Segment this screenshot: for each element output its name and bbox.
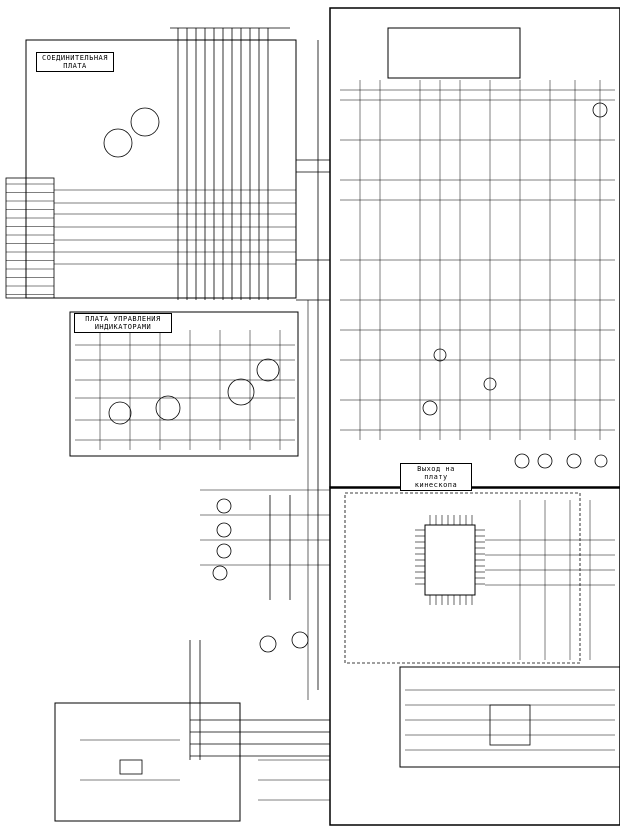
component-circle [227,378,255,406]
component-circle [537,453,553,469]
block-outline [387,27,521,79]
block-outline [5,177,55,299]
block-outline [399,666,620,768]
component-circle [256,358,280,382]
component-circle [483,377,497,391]
control-board-title-line1: ПЛАТА УПРАВЛЕНИЯ [85,315,161,323]
component-circle [514,453,530,469]
component-circle [592,102,608,118]
component-circle [566,453,582,469]
block-outline [54,702,241,822]
components-layer [103,102,608,653]
control-board-title: ПЛАТА УПРАВЛЕНИЯ ИНДИКАТОРАМИ [74,313,172,333]
block-outline [119,759,143,775]
component-circle [108,401,132,425]
crt-board-output-label-line1: Выход на плату [417,465,455,481]
component-circle [212,565,228,581]
control-board-title-line2: ИНДИКАТОРАМИ [94,323,152,331]
connector-board-title-line1: СОЕДИНИТЕЛЬНАЯ [41,54,108,62]
component-circle [291,631,309,649]
connector-board-title-line2: ПЛАТА [63,62,87,70]
block-outline [424,524,476,596]
block-outline [329,7,620,489]
component-circle [130,107,160,137]
component-circle [433,348,447,362]
component-circle [155,395,181,421]
component-circle [103,128,133,158]
wires-layer [5,7,620,826]
component-circle [216,498,232,514]
crt-board-output-label: Выход на плату кинескопа [400,463,472,491]
connector-board-title: СОЕДИНИТЕЛЬНАЯ ПЛАТА [36,52,114,72]
component-circle [422,400,438,416]
component-circle [216,543,232,559]
block-outline [329,486,620,826]
component-circle [594,454,608,468]
block-outline [344,492,581,664]
block-outline [69,311,299,457]
block-outline [489,704,531,746]
component-circle [216,522,232,538]
crt-board-output-label-line2: кинескопа [414,481,458,489]
block-outline [25,39,297,299]
component-circle [259,635,277,653]
